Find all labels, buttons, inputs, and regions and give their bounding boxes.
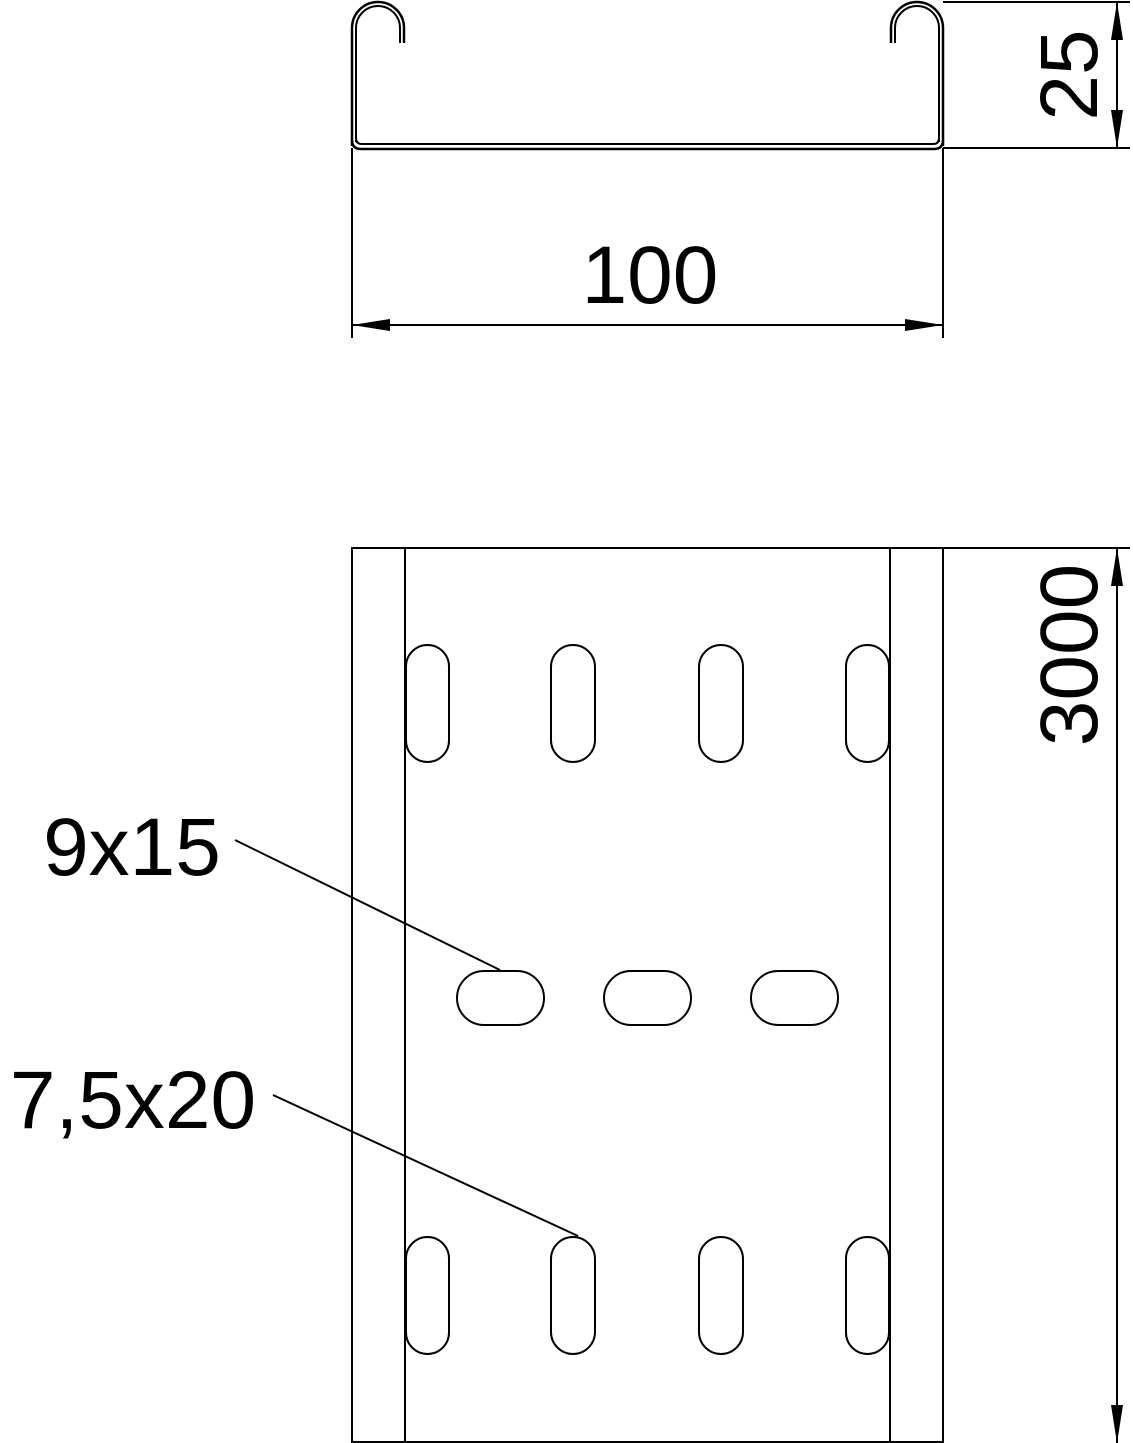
length-dimension: 3000 — [943, 547, 1130, 1443]
length-label: 3000 — [1024, 564, 1115, 746]
slot-row-top — [405, 644, 890, 763]
slot-row-bottom — [405, 1236, 890, 1355]
height-label: 25 — [1024, 29, 1115, 120]
slot-callout-7-5x20: 7,5x20 — [10, 1055, 579, 1237]
slot-label-7-5x20: 7,5x20 — [10, 1055, 256, 1146]
height-dimension: 25 — [943, 1, 1130, 149]
slot-row-middle — [456, 970, 839, 1026]
slot-callout-9x15: 9x15 — [43, 802, 501, 971]
tray-plan — [351, 547, 944, 1443]
slot-label-9x15: 9x15 — [43, 802, 221, 893]
tray-profile — [350, 0, 945, 151]
width-label: 100 — [582, 230, 719, 321]
width-dimension: 100 — [351, 148, 944, 338]
